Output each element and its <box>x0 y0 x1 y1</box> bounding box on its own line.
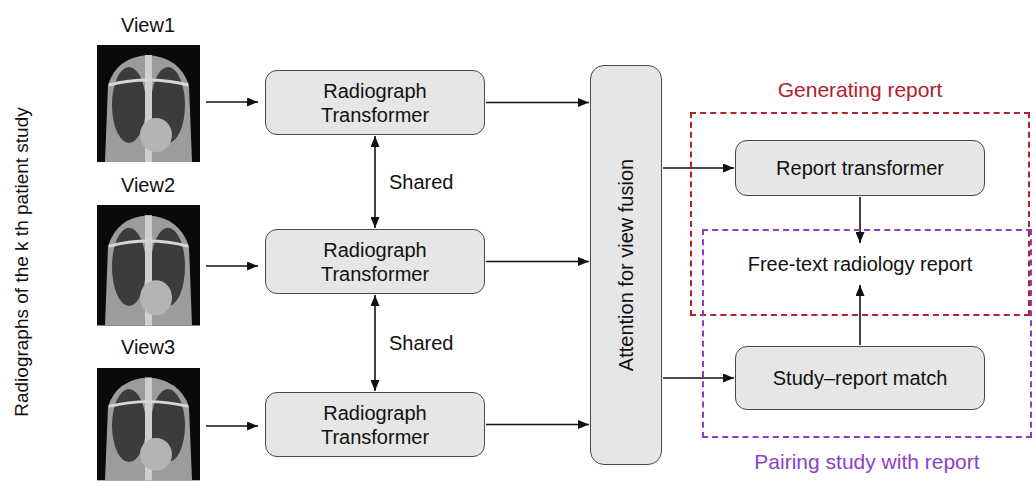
node-text: Radiograph Transformer <box>296 79 454 127</box>
node-text: Generating report <box>692 78 1028 102</box>
node-text: Radiograph Transformer <box>296 238 454 286</box>
connector-arrow <box>486 261 589 263</box>
radiograph-image <box>97 368 200 480</box>
node-text: Report transformer <box>776 156 944 180</box>
node-text: Radiograph Transformer <box>296 401 454 449</box>
connector-arrow <box>859 197 861 243</box>
process-box: Study–report match <box>735 346 985 410</box>
process-box: Radiograph Transformer <box>265 70 485 135</box>
view-label: View2 <box>121 174 175 197</box>
connector-arrow <box>663 377 734 379</box>
fusion-box: Attention for view fusion <box>590 65 662 465</box>
node-text: Pairing study with report <box>704 450 1030 474</box>
connector-arrow <box>486 424 589 426</box>
process-box: Report transformer <box>735 140 985 196</box>
node-text: Free-text radiology report <box>748 253 973 276</box>
dashed-region: Generating reportReport transformerFree-… <box>690 112 1030 316</box>
process-box: Radiograph Transformer <box>265 229 485 294</box>
edge-label: Shared <box>387 332 456 355</box>
dashed-region: Pairing study with reportStudy–report ma… <box>702 229 1032 438</box>
output-text: Free-text radiology report <box>722 248 998 280</box>
view-label: View3 <box>121 336 175 359</box>
view-label: View1 <box>121 14 175 37</box>
connector-arrow <box>663 167 734 169</box>
edge-label: Shared <box>387 171 456 194</box>
input-arrow <box>206 101 258 103</box>
connector-arrow <box>374 295 376 391</box>
node-text: Attention for view fusion <box>614 159 638 371</box>
node-text: Study–report match <box>773 366 948 390</box>
connector-arrow <box>486 102 589 104</box>
process-box: Radiograph Transformer <box>265 392 485 457</box>
input-arrow <box>206 265 258 267</box>
connector-arrow <box>374 136 376 228</box>
radiograph-image <box>97 45 200 162</box>
input-arrow <box>206 425 258 427</box>
axis-label: Radiographs of the k th patient study <box>11 107 33 416</box>
radiograph-image <box>97 205 200 326</box>
